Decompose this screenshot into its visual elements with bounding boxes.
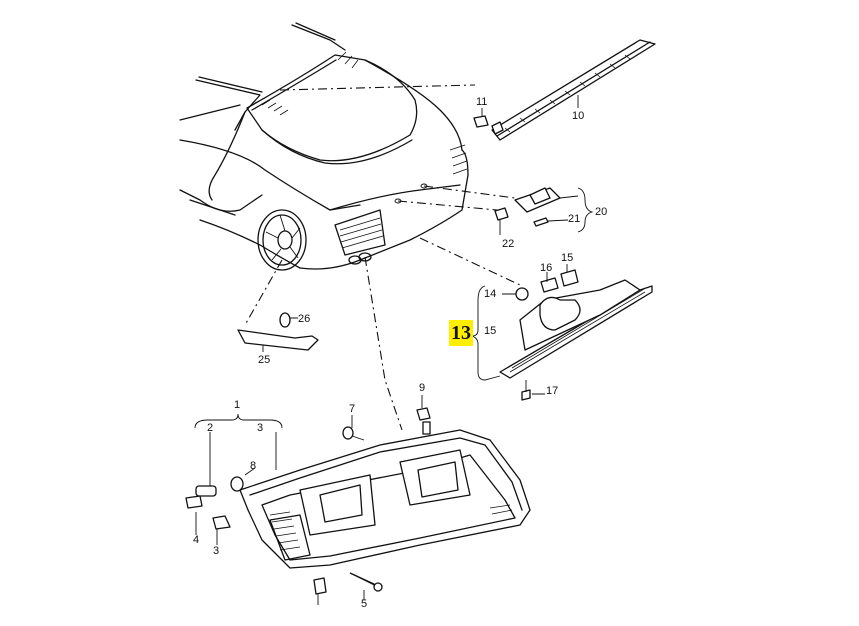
- callout-11: 11: [476, 96, 488, 108]
- part-13-assembly: [471, 264, 653, 401]
- part-25-side-marker: [237, 312, 319, 352]
- callout-25: 25: [258, 354, 271, 366]
- part-11-clip: [473, 115, 489, 128]
- callout-4: 4: [193, 534, 200, 546]
- callout-1: 1: [234, 399, 241, 411]
- callout-20: 20: [595, 206, 608, 218]
- callout-8: 8: [250, 460, 257, 472]
- callout-13-highlighted[interactable]: 13: [449, 320, 473, 346]
- callout-10: 10: [572, 110, 585, 122]
- callout-3-holder: 3: [213, 545, 220, 557]
- car-body: [179, 22, 469, 271]
- callout-7: 7: [349, 403, 356, 415]
- callout-15-cover: 15: [484, 325, 497, 337]
- callout-26: 26: [298, 313, 311, 325]
- part-10-brake-light-strip: [491, 39, 656, 141]
- callout-16: 16: [540, 262, 553, 274]
- callout-15-connector: 15: [561, 252, 574, 264]
- part-20-license-light: [494, 187, 594, 235]
- callout-3-lamp: 3: [257, 422, 264, 434]
- callout-14: 14: [484, 288, 497, 300]
- callout-5: 5: [361, 598, 368, 610]
- callout-21: 21: [568, 213, 581, 225]
- hardware: [185, 395, 431, 605]
- leader-lines: [244, 84, 521, 431]
- callout-9: 9: [419, 382, 426, 394]
- callout-17: 17: [546, 385, 559, 397]
- callout-2: 2: [207, 422, 214, 434]
- part-1-tail-light: [239, 429, 531, 569]
- callout-22: 22: [502, 238, 515, 250]
